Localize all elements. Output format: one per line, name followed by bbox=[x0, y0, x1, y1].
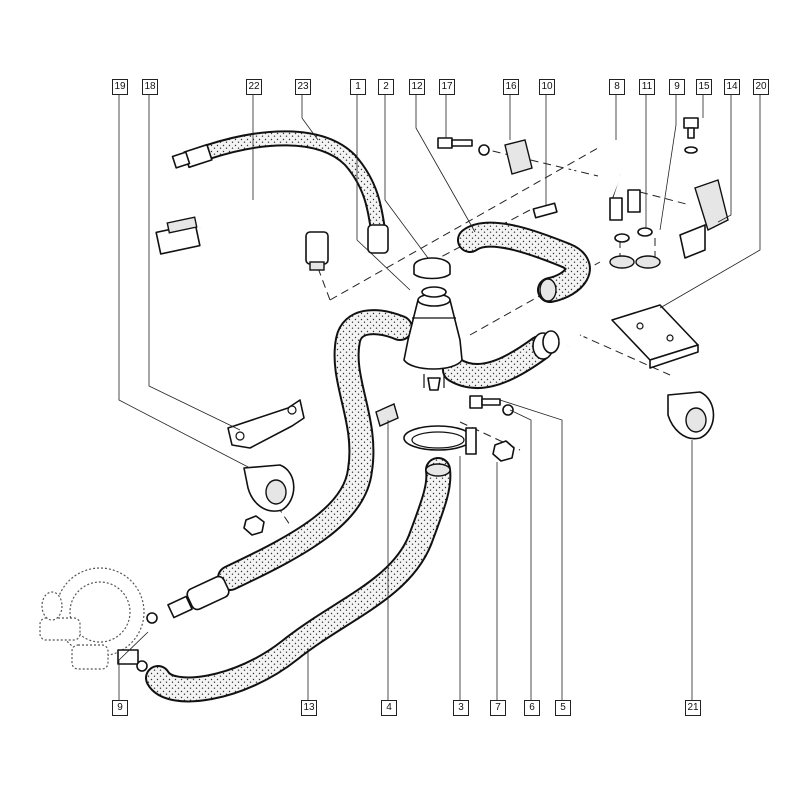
callout-9-top: 9 bbox=[669, 79, 685, 95]
pipe-union-left bbox=[609, 197, 623, 221]
high-pressure-hose bbox=[217, 309, 413, 591]
wiring-harness-22 bbox=[155, 199, 329, 271]
callout-20: 20 bbox=[753, 79, 769, 95]
pump-outlet-union bbox=[146, 575, 230, 624]
callout-11: 11 bbox=[639, 79, 655, 95]
leader-lines bbox=[118, 94, 761, 700]
hose-fitting-right bbox=[532, 330, 560, 360]
hose-12 bbox=[457, 221, 591, 303]
bracket-14 bbox=[679, 179, 729, 259]
bolt-15 bbox=[683, 117, 699, 154]
clip-16 bbox=[504, 139, 533, 175]
callout-17: 17 bbox=[439, 79, 455, 95]
p-clamp-21 bbox=[667, 391, 715, 440]
pipe-union-right bbox=[627, 189, 641, 213]
callout-19: 19 bbox=[112, 79, 128, 95]
power-steering-pump bbox=[39, 567, 145, 670]
reservoir-1 bbox=[403, 286, 463, 391]
callout-15: 15 bbox=[696, 79, 712, 95]
clip-4 bbox=[375, 403, 399, 427]
callout-12: 12 bbox=[409, 79, 425, 95]
bracket-20 bbox=[611, 304, 699, 369]
hose-23 bbox=[171, 130, 389, 254]
callout-21: 21 bbox=[685, 700, 701, 716]
connector-plug bbox=[155, 216, 201, 255]
pump-return-union bbox=[117, 649, 148, 672]
callout-4: 4 bbox=[381, 700, 397, 716]
callout-8: 8 bbox=[609, 79, 625, 95]
callout-2: 2 bbox=[378, 79, 394, 95]
callout-3: 3 bbox=[453, 700, 469, 716]
callout-1: 1 bbox=[350, 79, 366, 95]
hose-23-end-fitting bbox=[171, 143, 213, 169]
banjo-bolt-10 bbox=[532, 202, 558, 219]
return-hose bbox=[442, 330, 560, 390]
callout-13: 13 bbox=[301, 700, 317, 716]
bolt-5 bbox=[469, 395, 514, 416]
reservoir-cap-2 bbox=[413, 257, 451, 280]
pressure-switch bbox=[305, 231, 329, 271]
callout-5: 5 bbox=[555, 700, 571, 716]
callout-9-bottom: 9 bbox=[112, 700, 128, 716]
callout-18: 18 bbox=[142, 79, 158, 95]
seal-washers bbox=[609, 227, 661, 269]
bracket-18 bbox=[227, 399, 305, 449]
callout-6: 6 bbox=[524, 700, 540, 716]
callout-10: 10 bbox=[539, 79, 555, 95]
callout-23: 23 bbox=[295, 79, 311, 95]
hose-23-connector bbox=[367, 224, 389, 254]
hose-clamp-3 bbox=[403, 425, 477, 455]
callout-16: 16 bbox=[503, 79, 519, 95]
nut-7 bbox=[492, 440, 515, 462]
p-clamp-19 bbox=[243, 464, 295, 536]
callout-14: 14 bbox=[724, 79, 740, 95]
hose-13 bbox=[145, 457, 452, 703]
callout-7: 7 bbox=[490, 700, 506, 716]
callout-22: 22 bbox=[246, 79, 262, 95]
bolt-17 bbox=[437, 137, 490, 156]
